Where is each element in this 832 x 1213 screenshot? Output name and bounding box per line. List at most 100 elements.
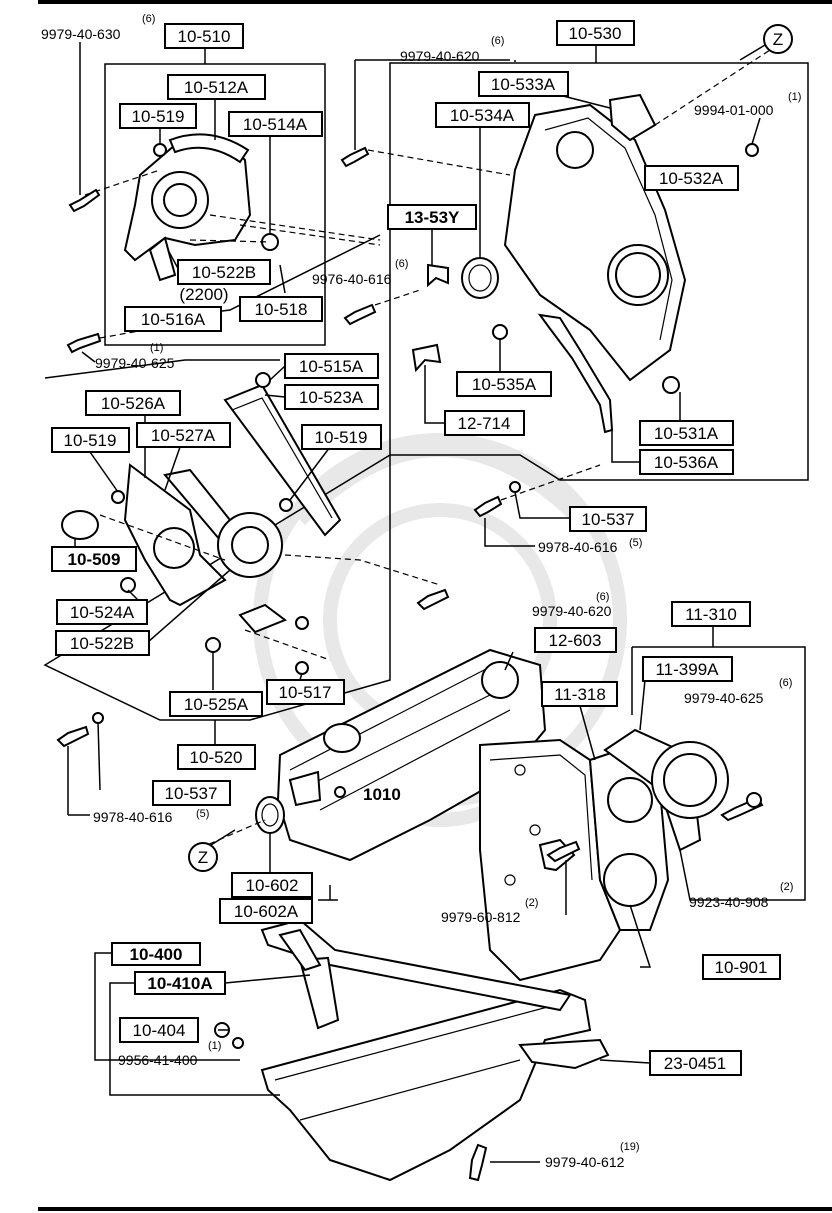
label-box-10-404 [119,1017,199,1043]
label-box-10-531a [639,420,734,446]
label-box-11-399a [642,656,733,682]
label-box-10-522b-bottom [55,630,150,656]
label-10-602: 10-602 [246,876,299,895]
z-marker-top [763,24,793,54]
label-box-10-526a [85,390,181,416]
qty-9979-60-812: (2) [525,897,538,909]
label-box-10-523a [284,384,379,410]
label-box-10-602 [231,872,313,898]
label-box-10-516a [124,306,222,332]
bolt-9979-40-620-top: 9979-40-620 [400,48,480,64]
water-pump-assembly [84,133,381,282]
label-10-530: 10-530 [569,24,622,43]
label-10-602a: 10-602A [234,902,299,921]
label-10-527a: 10-527A [151,426,216,445]
bolt-9979-40-625-right: 9979-40-625 [684,690,764,706]
label-box-10-517 [266,679,345,705]
upper-timing-cover [503,49,771,382]
label-10-537-right: 10-537 [582,510,635,529]
bolt-9978-40-616-left: 9978-40-616 [93,809,173,825]
clip-12-714-icon [411,343,442,373]
qty-9979-40-625-right: (6) [779,677,792,689]
engine-block [276,648,729,982]
qty-9956-41-400: (1) [208,1040,221,1052]
label-10-526a: 10-526A [101,394,166,413]
label-11-310: 11-310 [685,605,737,624]
label-10-524a: 10-524A [70,603,135,622]
label-10-519-a: 10-519 [132,107,185,126]
label-box-10-535a [456,371,552,397]
qty-9979-40-620-top: (6) [491,35,504,47]
qty-9979-40-630: (6) [142,13,155,25]
label-10-519-c: 10-519 [315,428,368,447]
label-10-523a: 10-523A [299,388,364,407]
label-box-10-524a [56,599,148,625]
bolt-9979-40-612: 9979-40-612 [545,1154,625,1170]
group-frame-11-310 [632,646,806,885]
label-13-53y: 13-53Y [405,208,460,227]
label-box-11-310 [671,601,751,627]
label-1010: 1010 [363,785,401,804]
lower-timing-cover [61,372,441,675]
bolt-9994-01-000: 9994-01-000 [694,102,774,118]
label-10-533a: 10-533A [491,75,556,94]
label-box-10-534a [435,102,530,128]
label-box-13-53y [387,204,477,230]
label-10-522b-bottom: 10-522B [70,634,134,653]
qty-9979-40-625-left: (1) [150,342,163,354]
label-11-318: 11-318 [554,685,606,704]
qty-9979-40-612: (19) [620,1141,640,1153]
label-10-535a: 10-535A [472,375,537,394]
label-10-515a: 10-515A [299,357,364,376]
label-10-525a: 10-525A [184,695,249,714]
bolt-9979-40-620-mid-icon [416,588,450,611]
label-10-510: 10-510 [178,27,231,46]
label-box-10-527a [136,422,231,448]
bolt-9979-40-620-top-icon [340,59,511,176]
label-box-10-536a [639,449,734,475]
label-box-10-518 [239,296,323,322]
label-box-10-901 [702,954,781,980]
qty-9978-40-616-left: (5) [196,808,209,820]
label-12-603: 12-603 [549,631,602,650]
label-box-10-532a [644,165,739,191]
label-box-10-525a [169,691,263,717]
label-box-10-537-left [152,780,231,806]
label-box-10-400 [111,942,201,966]
label-10-512a: 10-512A [184,78,249,97]
bolt-9956-41-400: 9956-41-400 [118,1052,198,1068]
label-10-520: 10-520 [190,748,243,767]
top-border-bar [38,0,832,4]
label-10-410a: 10-410A [147,974,212,993]
z-label-bottom: Z [198,848,208,867]
bolt-9976-40-616: 9976-40-616 [312,271,392,287]
label-box-10-533a [478,71,569,97]
crank-seal-10-602-icon [255,796,285,875]
label-10-514a: 10-514A [243,115,308,134]
z-label-top: Z [773,30,783,49]
label-10-517: 10-517 [279,683,332,702]
label-10-534a: 10-534A [450,106,515,125]
bottom-border-bar [38,1207,832,1211]
label-10-509: 10-509 [68,550,121,569]
label-box-10-510 [164,23,244,49]
label-box-10-519-a [119,103,197,129]
label-23-0451: 23-0451 [664,1054,726,1073]
label-box-10-522b-top [177,259,271,285]
label-10-400: 10-400 [130,945,183,964]
bolt-9979-40-630: 9979-40-630 [41,26,121,42]
qty-9976-40-616: (6) [395,258,408,270]
z-marker-bottom [188,842,218,872]
label-box-12-603 [534,627,617,653]
bolt-9978-40-616-left-icon [56,712,104,816]
label-10-404: 10-404 [133,1021,186,1040]
label-box-10-520 [177,744,256,770]
clip-13-53y-icon [427,263,449,288]
bolt-9978-40-616-right: 9978-40-616 [538,539,618,555]
bolt-9979-60-812: 9979-60-812 [441,909,521,925]
gasket-10-536a [537,313,614,434]
group-frame-10-510 [104,63,326,346]
label-10-519-b: 10-519 [64,431,117,450]
label-10-537-left: 10-537 [165,784,218,803]
label-10-522b-top: 10-522B [192,263,256,282]
